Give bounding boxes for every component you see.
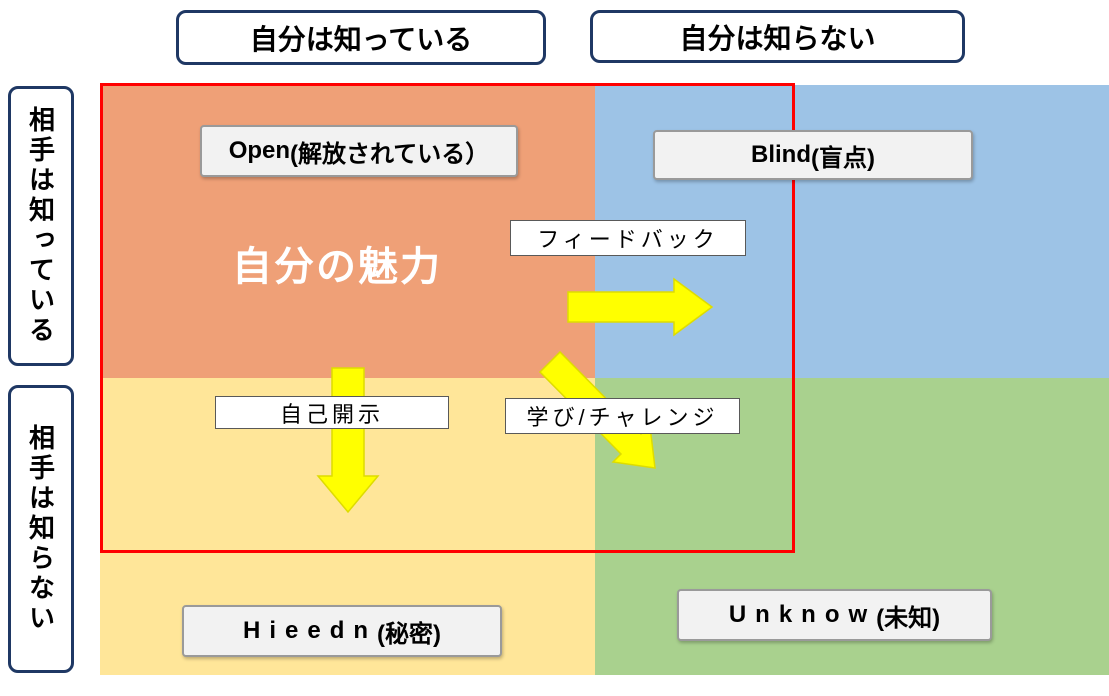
column-header-self-unknown: 自分は知らない <box>590 10 965 63</box>
row-header-other-unknown: 相手は知らない <box>8 385 74 673</box>
unknown-quadrant-label-suffix: (未知) <box>876 604 941 632</box>
row-header-other-known: 相手は知っている <box>8 86 74 366</box>
blind-quadrant-label-name: Blind <box>751 141 811 168</box>
hidden-quadrant-label-name: Hieedn <box>243 617 378 644</box>
self-disclosure-label: 自己開示 <box>215 396 449 429</box>
blind-quadrant-label-suffix: (盲点) <box>811 144 875 172</box>
column-header-self-known: 自分は知っている <box>176 10 546 65</box>
open-quadrant-label: Open(解放されている） <box>200 125 518 177</box>
unknown-quadrant-label-name: Unknow <box>728 601 877 628</box>
learning-challenge-label: 学び/チャレンジ <box>505 398 740 434</box>
unknown-quadrant-label: Unknow(未知) <box>677 589 992 641</box>
feedback-label: フィードバック <box>510 220 746 256</box>
open-quadrant-label-suffix: (解放されている） <box>290 140 490 168</box>
open-quadrant-annotation: 自分の魅力 <box>232 245 442 289</box>
highlight-rectangle <box>100 83 795 553</box>
open-quadrant-label-name: Open <box>228 137 291 164</box>
blind-quadrant-label: Blind(盲点) <box>653 130 973 180</box>
hidden-quadrant-label-suffix: (秘密) <box>377 620 441 648</box>
hidden-quadrant-label: Hieedn(秘密) <box>182 605 502 657</box>
